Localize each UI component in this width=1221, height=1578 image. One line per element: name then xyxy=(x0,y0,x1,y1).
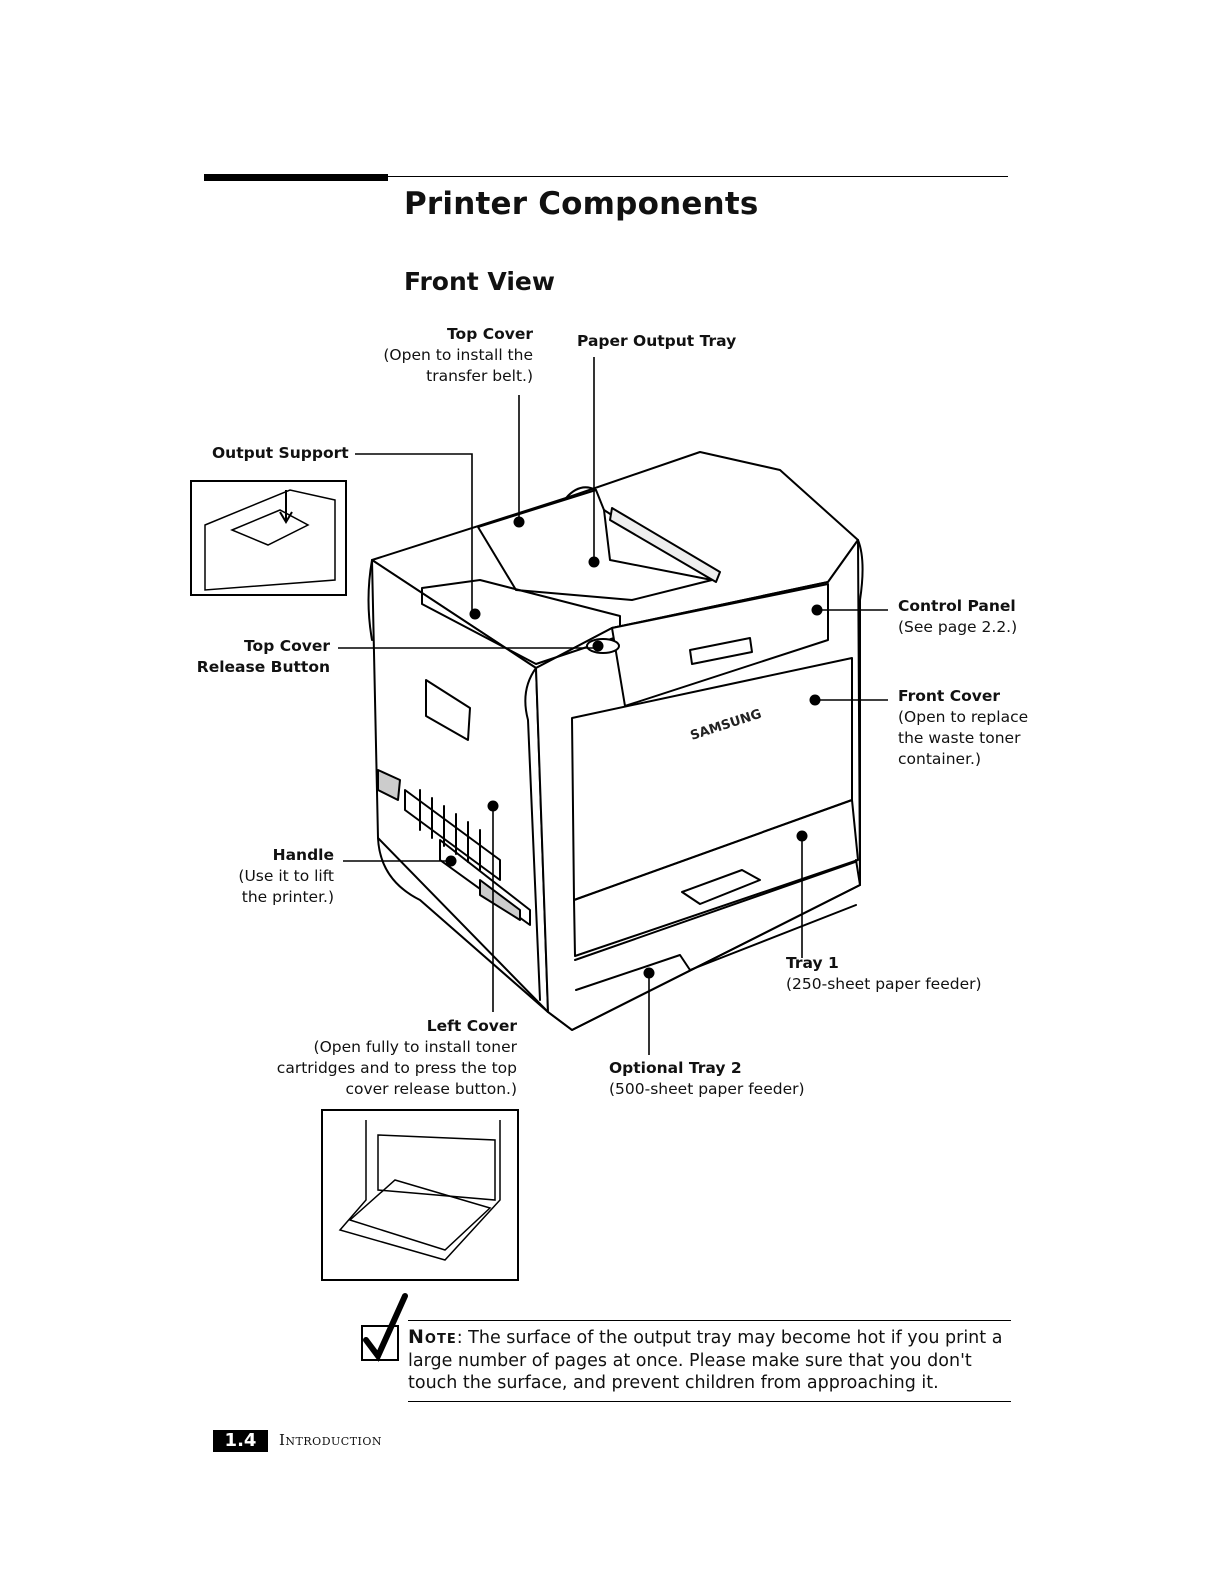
callout-optional-tray-2: Optional Tray 2 (500-sheet paper feeder) xyxy=(609,1059,805,1098)
callout-top-cover: Top Cover (Open to install the transfer … xyxy=(383,325,533,385)
note-bottom-rule xyxy=(408,1401,1011,1402)
callout-paper-output-tray: Paper Output Tray xyxy=(577,332,737,350)
callout-control-panel: Control Panel (See page 2.2.) xyxy=(898,597,1018,636)
callout-output-support: Output Support xyxy=(212,444,349,462)
checkmark-note-icon xyxy=(361,1293,408,1362)
printer-illustration xyxy=(367,451,864,1031)
callout-left-cover: Left Cover (Open fully to install toner … xyxy=(276,1017,517,1098)
callout-front-cover: Front Cover (Open to replace the waste t… xyxy=(898,687,1029,768)
header-rule-thick xyxy=(204,174,388,181)
section-title: Front View xyxy=(404,267,555,296)
output-support-inset xyxy=(190,480,347,596)
callout-tray-1: Tray 1 (250-sheet paper feeder) xyxy=(786,954,982,993)
footer-section-name: Introduction xyxy=(279,1431,383,1449)
callout-handle: Handle (Use it to lift the printer.) xyxy=(238,846,334,906)
callout-dots xyxy=(445,516,823,979)
note-block: Note: The surface of the output tray may… xyxy=(408,1326,1018,1395)
note-top-rule xyxy=(408,1320,1011,1321)
note-label: Note xyxy=(408,1326,457,1348)
left-cover-inset xyxy=(321,1109,519,1281)
header-rule-thin xyxy=(388,176,1008,177)
note-colon: : xyxy=(456,1328,469,1348)
footer-page-number: 1.4 xyxy=(213,1430,268,1452)
page-title: Printer Components xyxy=(404,186,759,222)
callout-leaders xyxy=(338,357,888,1055)
note-text: The surface of the output tray may becom… xyxy=(408,1328,1003,1393)
callout-top-cover-release-button: Top Cover Release Button xyxy=(196,637,330,676)
